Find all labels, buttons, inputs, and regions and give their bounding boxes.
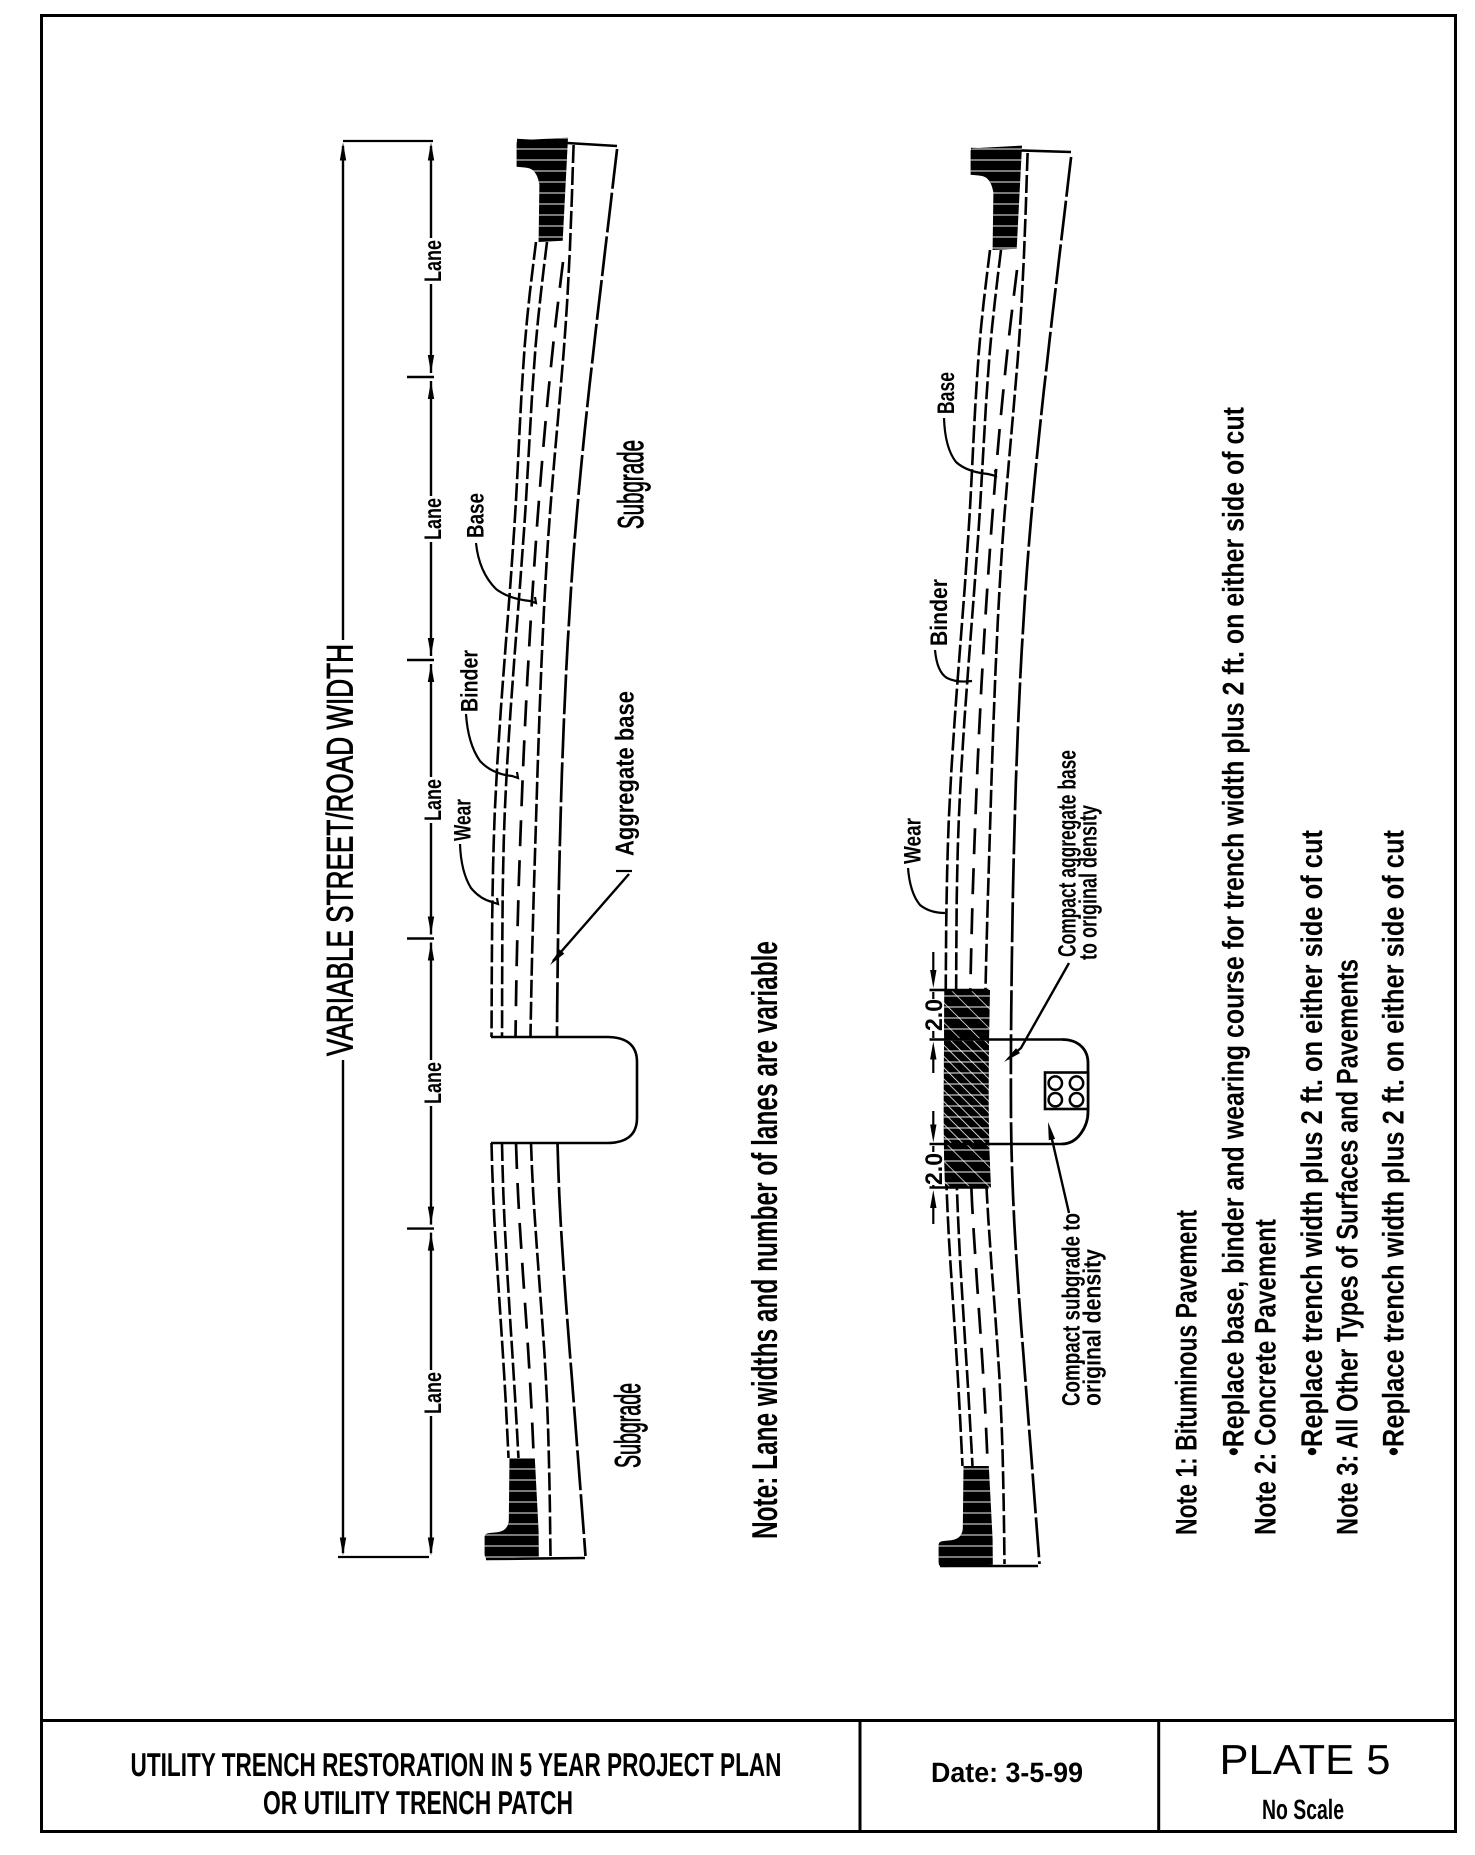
svg-text:Lane: Lane <box>420 240 447 282</box>
svg-text:2.0: 2.0 <box>921 999 948 1031</box>
svg-text:to original density: to original density <box>1075 805 1103 960</box>
svg-text:2.0: 2.0 <box>921 1153 948 1185</box>
svg-text:Date: 3-5-99: Date: 3-5-99 <box>931 1757 1083 1788</box>
svg-text:Note 3: All Other Types of Sur: Note 3: All Other Types of Surfaces and … <box>1332 959 1365 1535</box>
svg-text:Note 1: Bituminous Pavement: Note 1: Bituminous Pavement <box>1171 1210 1204 1535</box>
svg-text:•Replace base, binder and wear: •Replace base, binder and wearing course… <box>1218 407 1251 1456</box>
svg-text:Subgrade: Subgrade <box>607 1383 648 1468</box>
svg-text:Subgrade: Subgrade <box>610 440 651 529</box>
svg-text:Base: Base <box>933 372 960 414</box>
svg-text:Wear: Wear <box>450 799 477 841</box>
svg-text:Compact aggregate base: Compact aggregate base <box>1054 750 1082 957</box>
svg-text:Compact subgrade to: Compact subgrade to <box>1058 1213 1086 1406</box>
svg-text:original density: original density <box>1079 1249 1107 1406</box>
svg-text:PLATE 5: PLATE 5 <box>1220 1736 1391 1783</box>
svg-text:Binder: Binder <box>926 579 953 646</box>
svg-text:•Replace trench width plus 2 f: •Replace trench width plus 2 ft. on eith… <box>1378 830 1411 1456</box>
svg-text:Binder: Binder <box>457 650 484 712</box>
svg-text:Lane: Lane <box>420 498 447 540</box>
svg-text:Wear: Wear <box>900 818 927 864</box>
svg-text:OR UTILITY TRENCH PATCH: OR UTILITY TRENCH PATCH <box>263 1784 573 1821</box>
svg-text:Lane: Lane <box>420 779 447 821</box>
svg-text:Base: Base <box>463 493 490 538</box>
svg-text:Lane: Lane <box>420 1372 447 1414</box>
svg-text:UTILITY TRENCH RESTORATION IN: UTILITY TRENCH RESTORATION IN 5 YEAR PRO… <box>131 1746 782 1783</box>
svg-text:No Scale: No Scale <box>1262 1794 1344 1825</box>
svg-text:Note: Lane widths and number o: Note: Lane widths and number of lanes ar… <box>744 941 785 1539</box>
svg-text:Lane: Lane <box>420 1062 447 1104</box>
svg-text:•Replace trench width plus 2 f: •Replace trench width plus 2 ft. on eith… <box>1296 830 1329 1456</box>
svg-text:Note 2: Concrete Pavement: Note 2: Concrete Pavement <box>1250 1219 1283 1535</box>
svg-text:Aggregate base: Aggregate base <box>610 691 640 856</box>
svg-text:VARIABLE STREET/ROAD WIDTH: VARIABLE STREET/ROAD WIDTH <box>320 644 361 1056</box>
